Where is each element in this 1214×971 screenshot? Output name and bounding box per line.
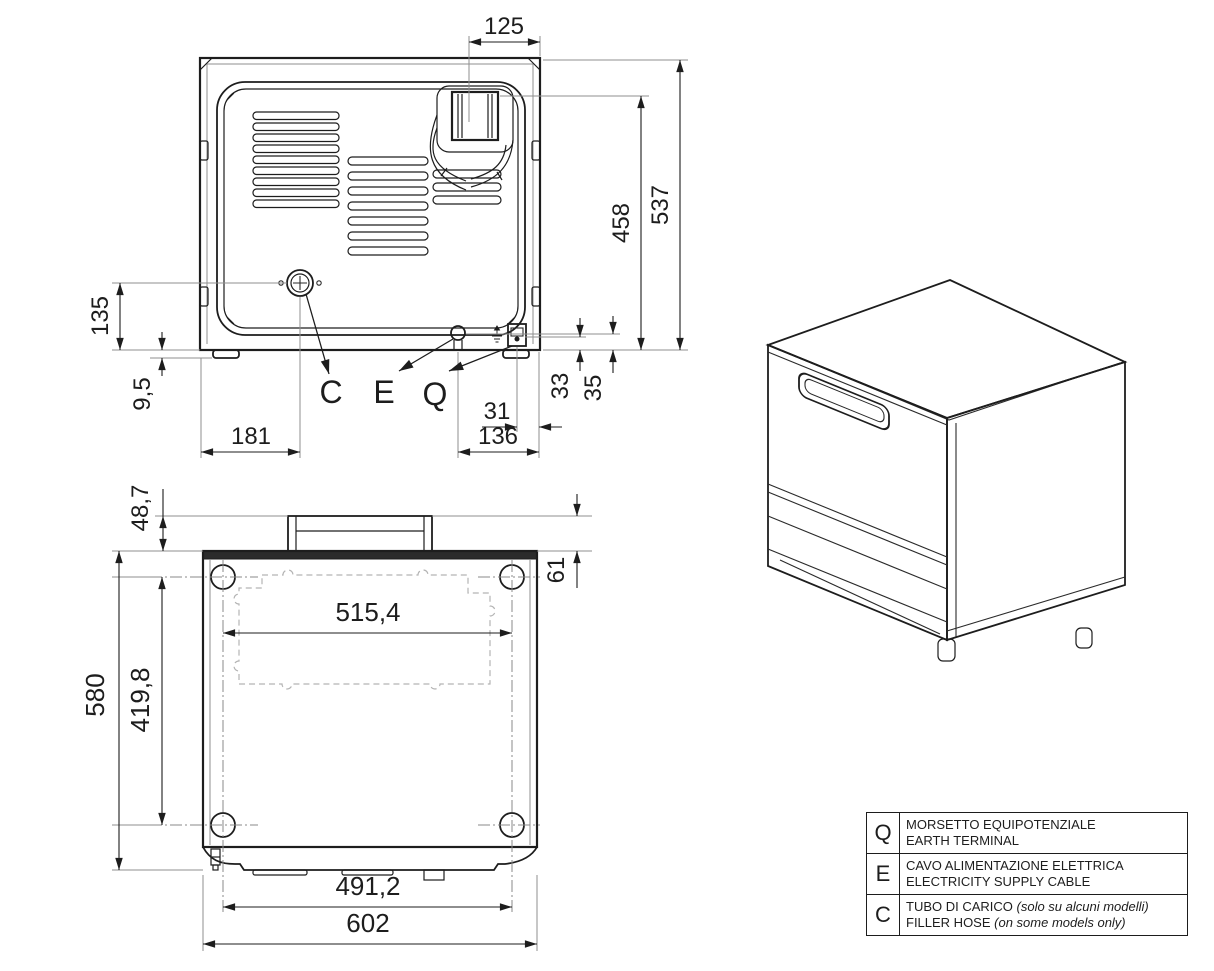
raceway-curves <box>429 114 514 191</box>
iso-right-face <box>946 360 1126 642</box>
legend-text-en: EARTH TERMINAL <box>906 833 1019 848</box>
dim-bottom-feet-front-span: 491,2 <box>335 871 400 901</box>
bottom-body-outline <box>201 549 539 849</box>
callout-letter-terminal: Q <box>423 376 448 412</box>
rear-panel-outer <box>216 81 526 336</box>
front-profile-tabs <box>252 869 445 881</box>
iso-door-handle <box>798 372 890 431</box>
iso-foot-right <box>1075 627 1093 649</box>
callout-letter-cable: E <box>373 374 394 410</box>
legend-key: Q <box>874 820 892 845</box>
dim-rear-foot-height: 9,5 <box>129 377 156 410</box>
dim-rear-terminal-offset: 31 <box>484 398 511 425</box>
rear-view: 125 537 458 135 9,5 181 136 31 33 35 C E… <box>87 13 688 458</box>
legend-text-it: TUBO DI CARICO (solo su alcuni modelli) <box>906 899 1149 914</box>
iso-top-face <box>765 279 1128 419</box>
rear-corner-chamfers <box>199 57 541 71</box>
foot-centerlines <box>150 560 540 913</box>
connector-inner-lines <box>457 94 493 138</box>
iso-top-rim <box>774 347 1121 421</box>
callout-letter-hose: C <box>319 374 342 410</box>
rear-body-outline <box>198 56 542 352</box>
legend-row-supply-cable: E CAVO ALIMENTAZIONE ELETTRICA ELECTRICI… <box>867 853 1187 894</box>
iso-foot-front <box>937 638 956 662</box>
legend-text-it: MORSETTO EQUIPOTENZIALE <box>906 817 1096 832</box>
dim-rear-height-connector: 458 <box>608 203 635 243</box>
rear-edge-notches <box>199 140 541 307</box>
dim-rear-height-hose: 135 <box>87 296 114 336</box>
rear-inner-wall-lines <box>206 63 534 344</box>
base-cutout-template <box>233 569 496 690</box>
rear-panel-inner <box>223 88 519 329</box>
legend-row-filler-hose: C TUBO DI CARICO (solo su alcuni modelli… <box>867 894 1187 935</box>
legend-text-en: ELECTRICITY SUPPLY CABLE <box>906 874 1091 889</box>
legend-table: Q MORSETTO EQUIPOTENZIALE EARTH TERMINAL… <box>866 812 1188 936</box>
legend-row-earth-terminal: Q MORSETTO EQUIPOTENZIALE EARTH TERMINAL <box>867 813 1187 853</box>
iso-base-line-right <box>946 576 1126 632</box>
bottom-extension-lines <box>112 515 592 951</box>
dim-rear-cable-height: 33 <box>547 373 574 400</box>
connector-well <box>436 85 514 153</box>
front-profile <box>202 846 538 871</box>
dim-bottom-depth-total: 580 <box>80 673 110 716</box>
rear-foot-left <box>212 349 240 359</box>
legend-text-it: CAVO ALIMENTAZIONE ELETTRICA <box>906 858 1124 873</box>
dim-rear-terminal-height: 35 <box>580 375 607 402</box>
legend-key: C <box>875 902 891 927</box>
legend-text-en: FILLER HOSE (on some models only) <box>906 915 1126 930</box>
dim-bottom-handle-height: 48,7 <box>127 485 154 532</box>
vent-slats-left <box>252 111 340 209</box>
vent-slats-right <box>432 169 502 205</box>
water-connector-box <box>450 90 500 142</box>
rear-edge-band <box>202 550 538 560</box>
supply-cable-feature <box>450 325 466 350</box>
iso-door-lines <box>767 483 948 635</box>
door-handle-top <box>287 515 433 552</box>
vent-slats-middle <box>347 156 429 256</box>
earth-terminal-feature <box>507 323 527 347</box>
dim-bottom-feet-span-depth: 419,8 <box>125 667 155 732</box>
dim-rear-height-total: 537 <box>647 185 674 225</box>
isometric-view <box>765 279 1128 662</box>
dim-rear-connector-offset: 125 <box>484 13 524 40</box>
ground-symbol-icon <box>492 325 502 343</box>
dim-bottom-feet-span-width: 515,4 <box>335 597 400 627</box>
legend-key: E <box>875 861 891 886</box>
rear-foot-right <box>502 349 530 359</box>
iso-door-top-rim <box>767 351 948 426</box>
dim-rear-hose-from-left: 181 <box>231 423 271 450</box>
dim-bottom-top-to-foot: 61 <box>543 557 570 584</box>
dim-bottom-width-total: 602 <box>346 908 389 938</box>
bottom-view: 48,7 61 515,4 419,8 580 491,2 602 <box>80 485 592 951</box>
bottom-inner-walls <box>209 560 531 845</box>
rear-corner-ticks <box>226 92 516 325</box>
drain-fitting <box>210 848 221 871</box>
